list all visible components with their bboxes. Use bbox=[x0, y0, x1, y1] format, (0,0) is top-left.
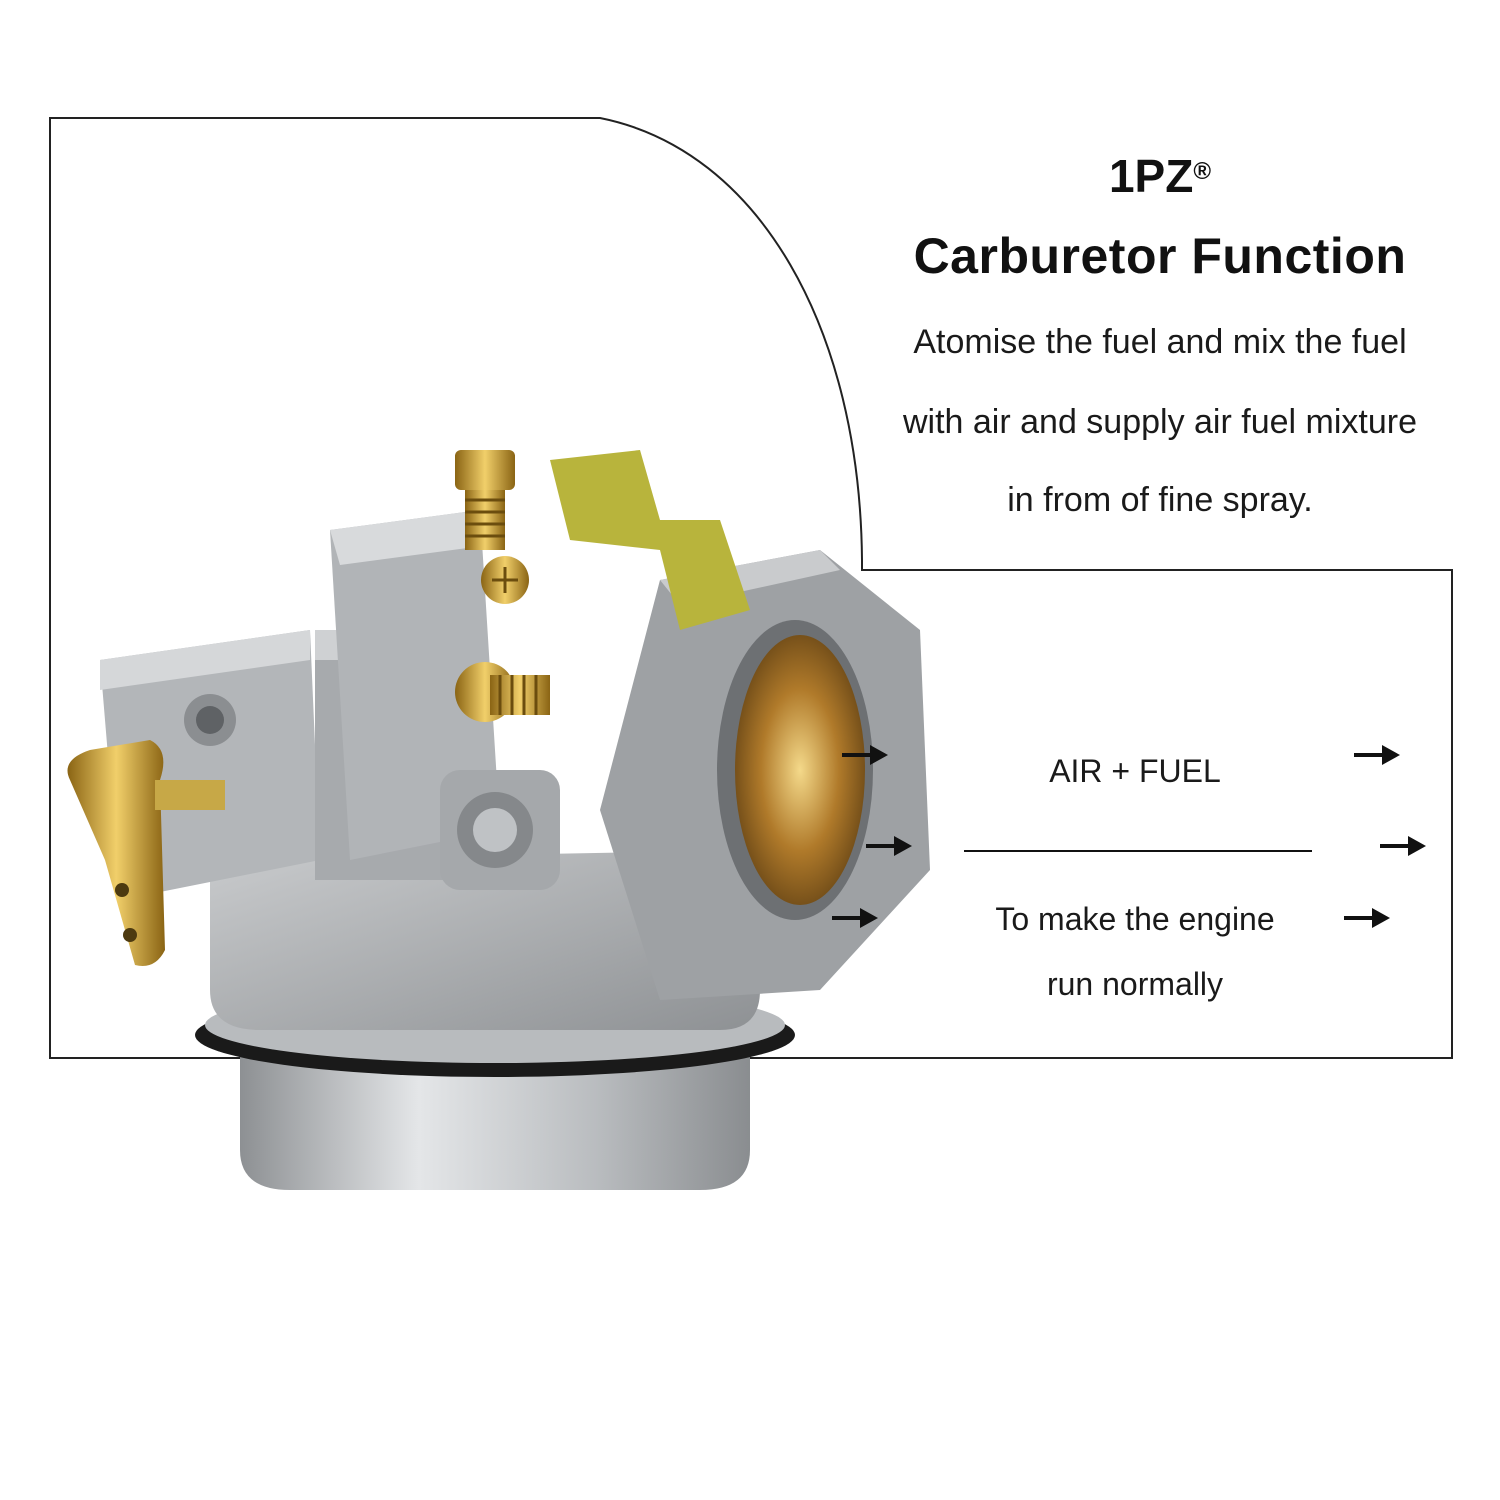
air-fuel-label: AIR + FUEL bbox=[1049, 753, 1221, 789]
registered-mark: ® bbox=[1193, 158, 1212, 185]
venturi-bore bbox=[735, 635, 865, 905]
throttle-bracket bbox=[550, 450, 750, 630]
page-title: Carburetor Function bbox=[913, 228, 1407, 284]
engine-label-line-1: To make the engine bbox=[995, 901, 1275, 937]
brand-name: 1PZ® bbox=[1108, 150, 1212, 202]
engine-label-line-2: run normally bbox=[1046, 966, 1224, 1002]
description-line-1: Atomise the fuel and mix the fuel bbox=[913, 323, 1407, 361]
description-line-3: in from of fine spray. bbox=[1007, 481, 1313, 519]
choke-lever bbox=[67, 740, 165, 966]
description-line-2: with air and supply air fuel mixture bbox=[902, 403, 1417, 441]
carburetor-illustration bbox=[67, 450, 930, 1190]
idle-screw bbox=[455, 450, 515, 490]
